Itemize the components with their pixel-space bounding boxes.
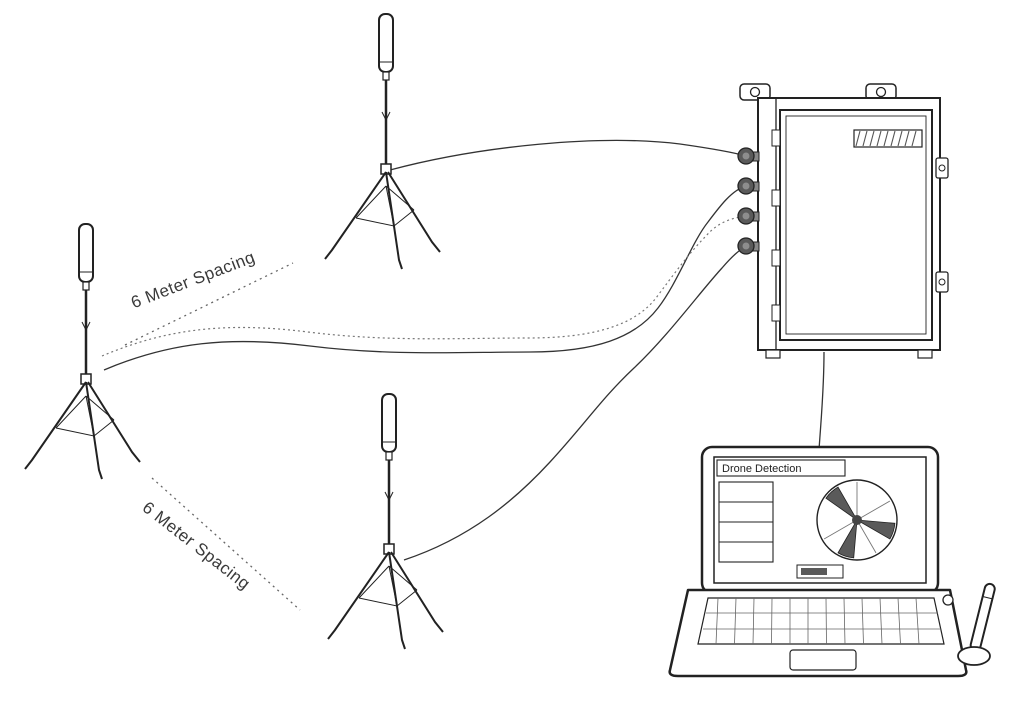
connector-2 <box>737 177 760 195</box>
mounting-tab-right <box>865 83 897 101</box>
drone-detection-title: Drone Detection <box>722 463 802 475</box>
spacing-label-bottom: 6 Meter Spacing <box>139 498 254 594</box>
antenna-tripod-left <box>23 222 142 481</box>
cabinet-foot-right <box>917 349 933 359</box>
antenna-knob <box>942 594 954 606</box>
spacing-line-bottom <box>151 477 301 611</box>
door-hinges <box>771 129 781 322</box>
cable-bottom-antenna <box>403 245 747 561</box>
connector-4 <box>737 237 760 255</box>
cabinet-foot-left <box>765 349 781 359</box>
laptop-antenna <box>942 582 996 666</box>
door-latch-top <box>935 157 949 179</box>
connector-1 <box>737 147 760 165</box>
spacing-label-top: 6 Meter Spacing <box>128 247 257 312</box>
spacing-line-top <box>124 262 294 346</box>
antenna-tripod-bottom <box>326 392 445 651</box>
laptop-trackpad <box>789 649 857 671</box>
door-latch-bottom <box>935 271 949 293</box>
cable-left-antenna-dotted <box>101 215 747 357</box>
screen-status-box <box>796 564 844 579</box>
spacing-annotation-top: 6 Meter Spacing <box>124 247 294 346</box>
cabinet-door <box>779 109 933 341</box>
cable-top-antenna <box>389 139 747 171</box>
laptop-keyboard <box>697 597 945 645</box>
cable-left-antenna <box>103 185 747 371</box>
laptop-base <box>668 588 968 678</box>
connector-3 <box>737 207 760 225</box>
cabinet-label <box>853 129 923 148</box>
screen-data-table <box>718 481 774 563</box>
laptop: Drone Detection <box>668 445 968 678</box>
cable-cabinet-to-laptop <box>818 351 825 451</box>
laptop-screen: Drone Detection <box>700 445 940 595</box>
equipment-cabinet <box>737 83 949 359</box>
radar-display <box>816 479 898 561</box>
antenna-tripod-top <box>323 12 442 271</box>
spacing-annotation-bottom: 6 Meter Spacing <box>139 477 301 611</box>
antenna-whip <box>969 582 996 652</box>
mounting-tab-left <box>739 83 771 101</box>
screen-titlebar <box>716 459 846 477</box>
antenna-base <box>957 646 991 666</box>
